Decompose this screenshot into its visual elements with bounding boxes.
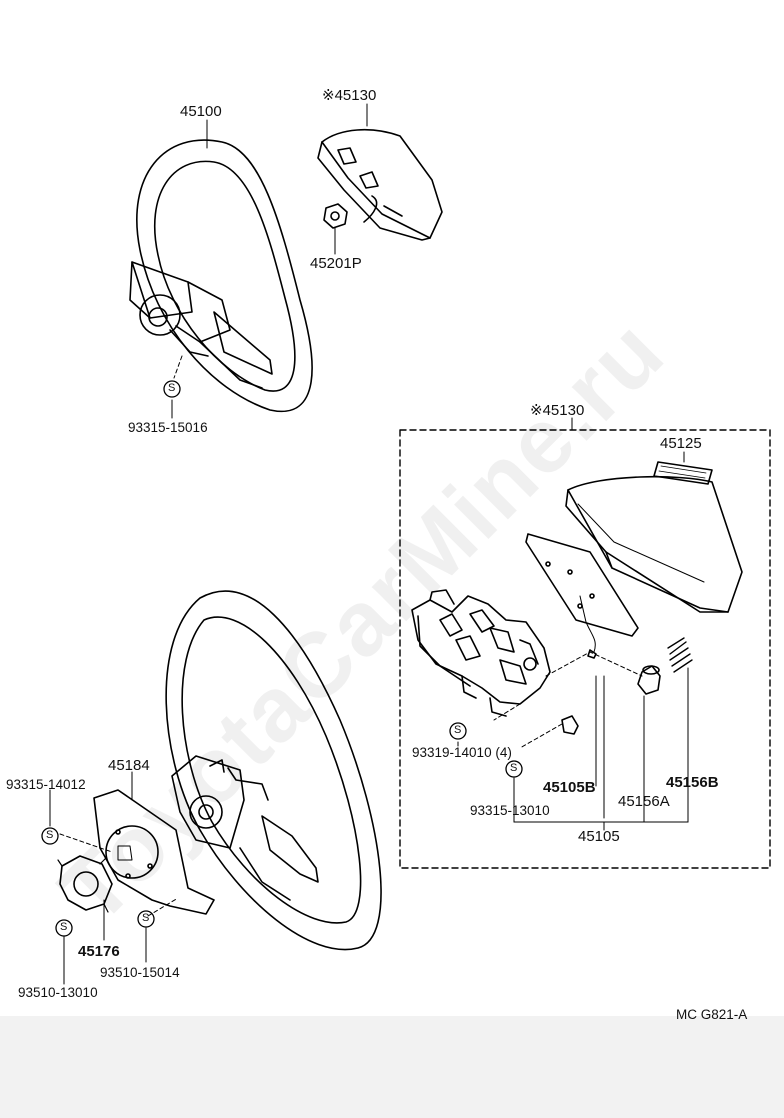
screw-mark-left-2 <box>55 919 73 937</box>
label-45105b: 45105B <box>543 779 596 796</box>
bottom-steering-wheel <box>165 590 382 951</box>
label-93315-14012: 93315-14012 <box>6 777 86 792</box>
label-93315-15016: 93315-15016 <box>128 420 208 435</box>
label-45100: 45100 <box>180 103 222 120</box>
horn-mechanism <box>411 589 551 717</box>
horn-pad-assembly-box <box>399 429 771 869</box>
screw-mark-top <box>163 380 181 398</box>
label-45125: 45125 <box>660 435 702 452</box>
screw-mark-bottom <box>137 910 155 928</box>
bushing-45156a <box>637 665 661 695</box>
label-93315-13010: 93315-13010 <box>470 803 550 818</box>
screw-s-left-1: S <box>46 829 54 841</box>
screw-s-bottom: S <box>142 912 150 924</box>
label-45184: 45184 <box>108 757 150 774</box>
horn-plate <box>525 533 639 659</box>
spring-45156b <box>667 637 693 673</box>
screw-mark-box-1 <box>449 722 467 740</box>
screw-mark-left-1 <box>41 827 59 845</box>
nut-45201p <box>323 203 348 229</box>
screw-s-box-2: S <box>510 762 518 774</box>
diagram-drawing <box>41 103 771 985</box>
screw-mark-box-2 <box>505 760 523 778</box>
label-93510-15014: 93510-15014 <box>100 965 180 980</box>
top-horn-pad <box>317 128 443 241</box>
cap-screw <box>561 715 579 735</box>
label-45130-top: ※45130 <box>322 87 377 104</box>
parts-diagram-sheet: ToyotaCarMine.ru S S S S S S 45100 ※4513… <box>0 0 784 1016</box>
diagram-code: MC G821-A <box>676 1007 748 1022</box>
label-45105: 45105 <box>578 828 620 845</box>
box-horn-pad <box>565 475 743 613</box>
label-93319-14010: 93319-14010 (4) <box>412 745 512 760</box>
screw-s-left-2: S <box>60 921 68 933</box>
top-steering-wheel <box>129 139 313 413</box>
screw-s-box-1: S <box>454 724 462 736</box>
screw-s-top: S <box>168 382 176 394</box>
label-45156a: 45156A <box>618 793 670 810</box>
label-45201p: 45201P <box>310 255 362 272</box>
label-93510-13010: 93510-13010 <box>18 985 98 1000</box>
label-45176: 45176 <box>78 943 120 960</box>
label-45130-box: ※45130 <box>530 402 585 419</box>
label-45156b: 45156B <box>666 774 719 791</box>
cover-plate-45184 <box>93 789 215 915</box>
emblem-45125 <box>653 461 713 485</box>
